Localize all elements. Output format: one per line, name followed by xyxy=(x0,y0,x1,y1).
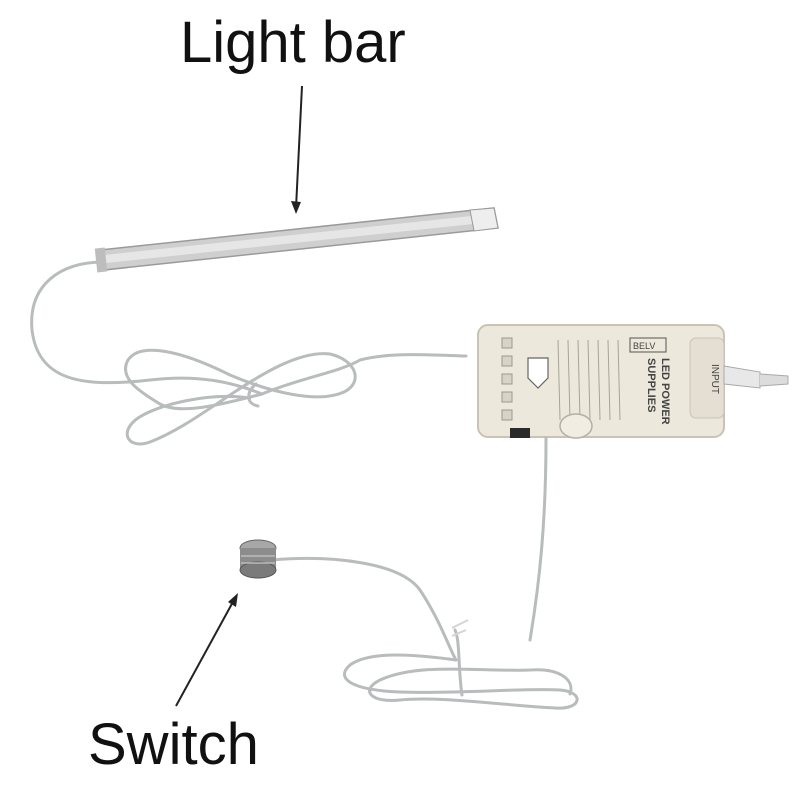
light-bar-label: Light bar xyxy=(180,10,406,75)
light-bar-arrow xyxy=(291,85,303,214)
certification-shield-icon xyxy=(527,357,549,389)
bel-mark-text: BELV xyxy=(633,341,655,351)
switch-label: Switch xyxy=(88,712,259,777)
psu-input-label: INPUT xyxy=(709,364,720,394)
output-ports xyxy=(501,337,513,421)
psu-brand-line-2: SUPPLIES xyxy=(645,358,657,412)
input-plug xyxy=(723,365,789,389)
bel-mark xyxy=(629,337,667,353)
light-bar-cable xyxy=(30,260,468,446)
psu-brand-line-1: LED POWER xyxy=(659,358,671,425)
cable-tie xyxy=(451,619,469,637)
light-bar xyxy=(94,207,499,273)
power-supply: BELV LED POWER SUPPLIES INPUT xyxy=(477,324,725,439)
switch-puck xyxy=(239,539,277,579)
switch-cable xyxy=(270,436,579,710)
switch-arrow xyxy=(175,593,238,707)
